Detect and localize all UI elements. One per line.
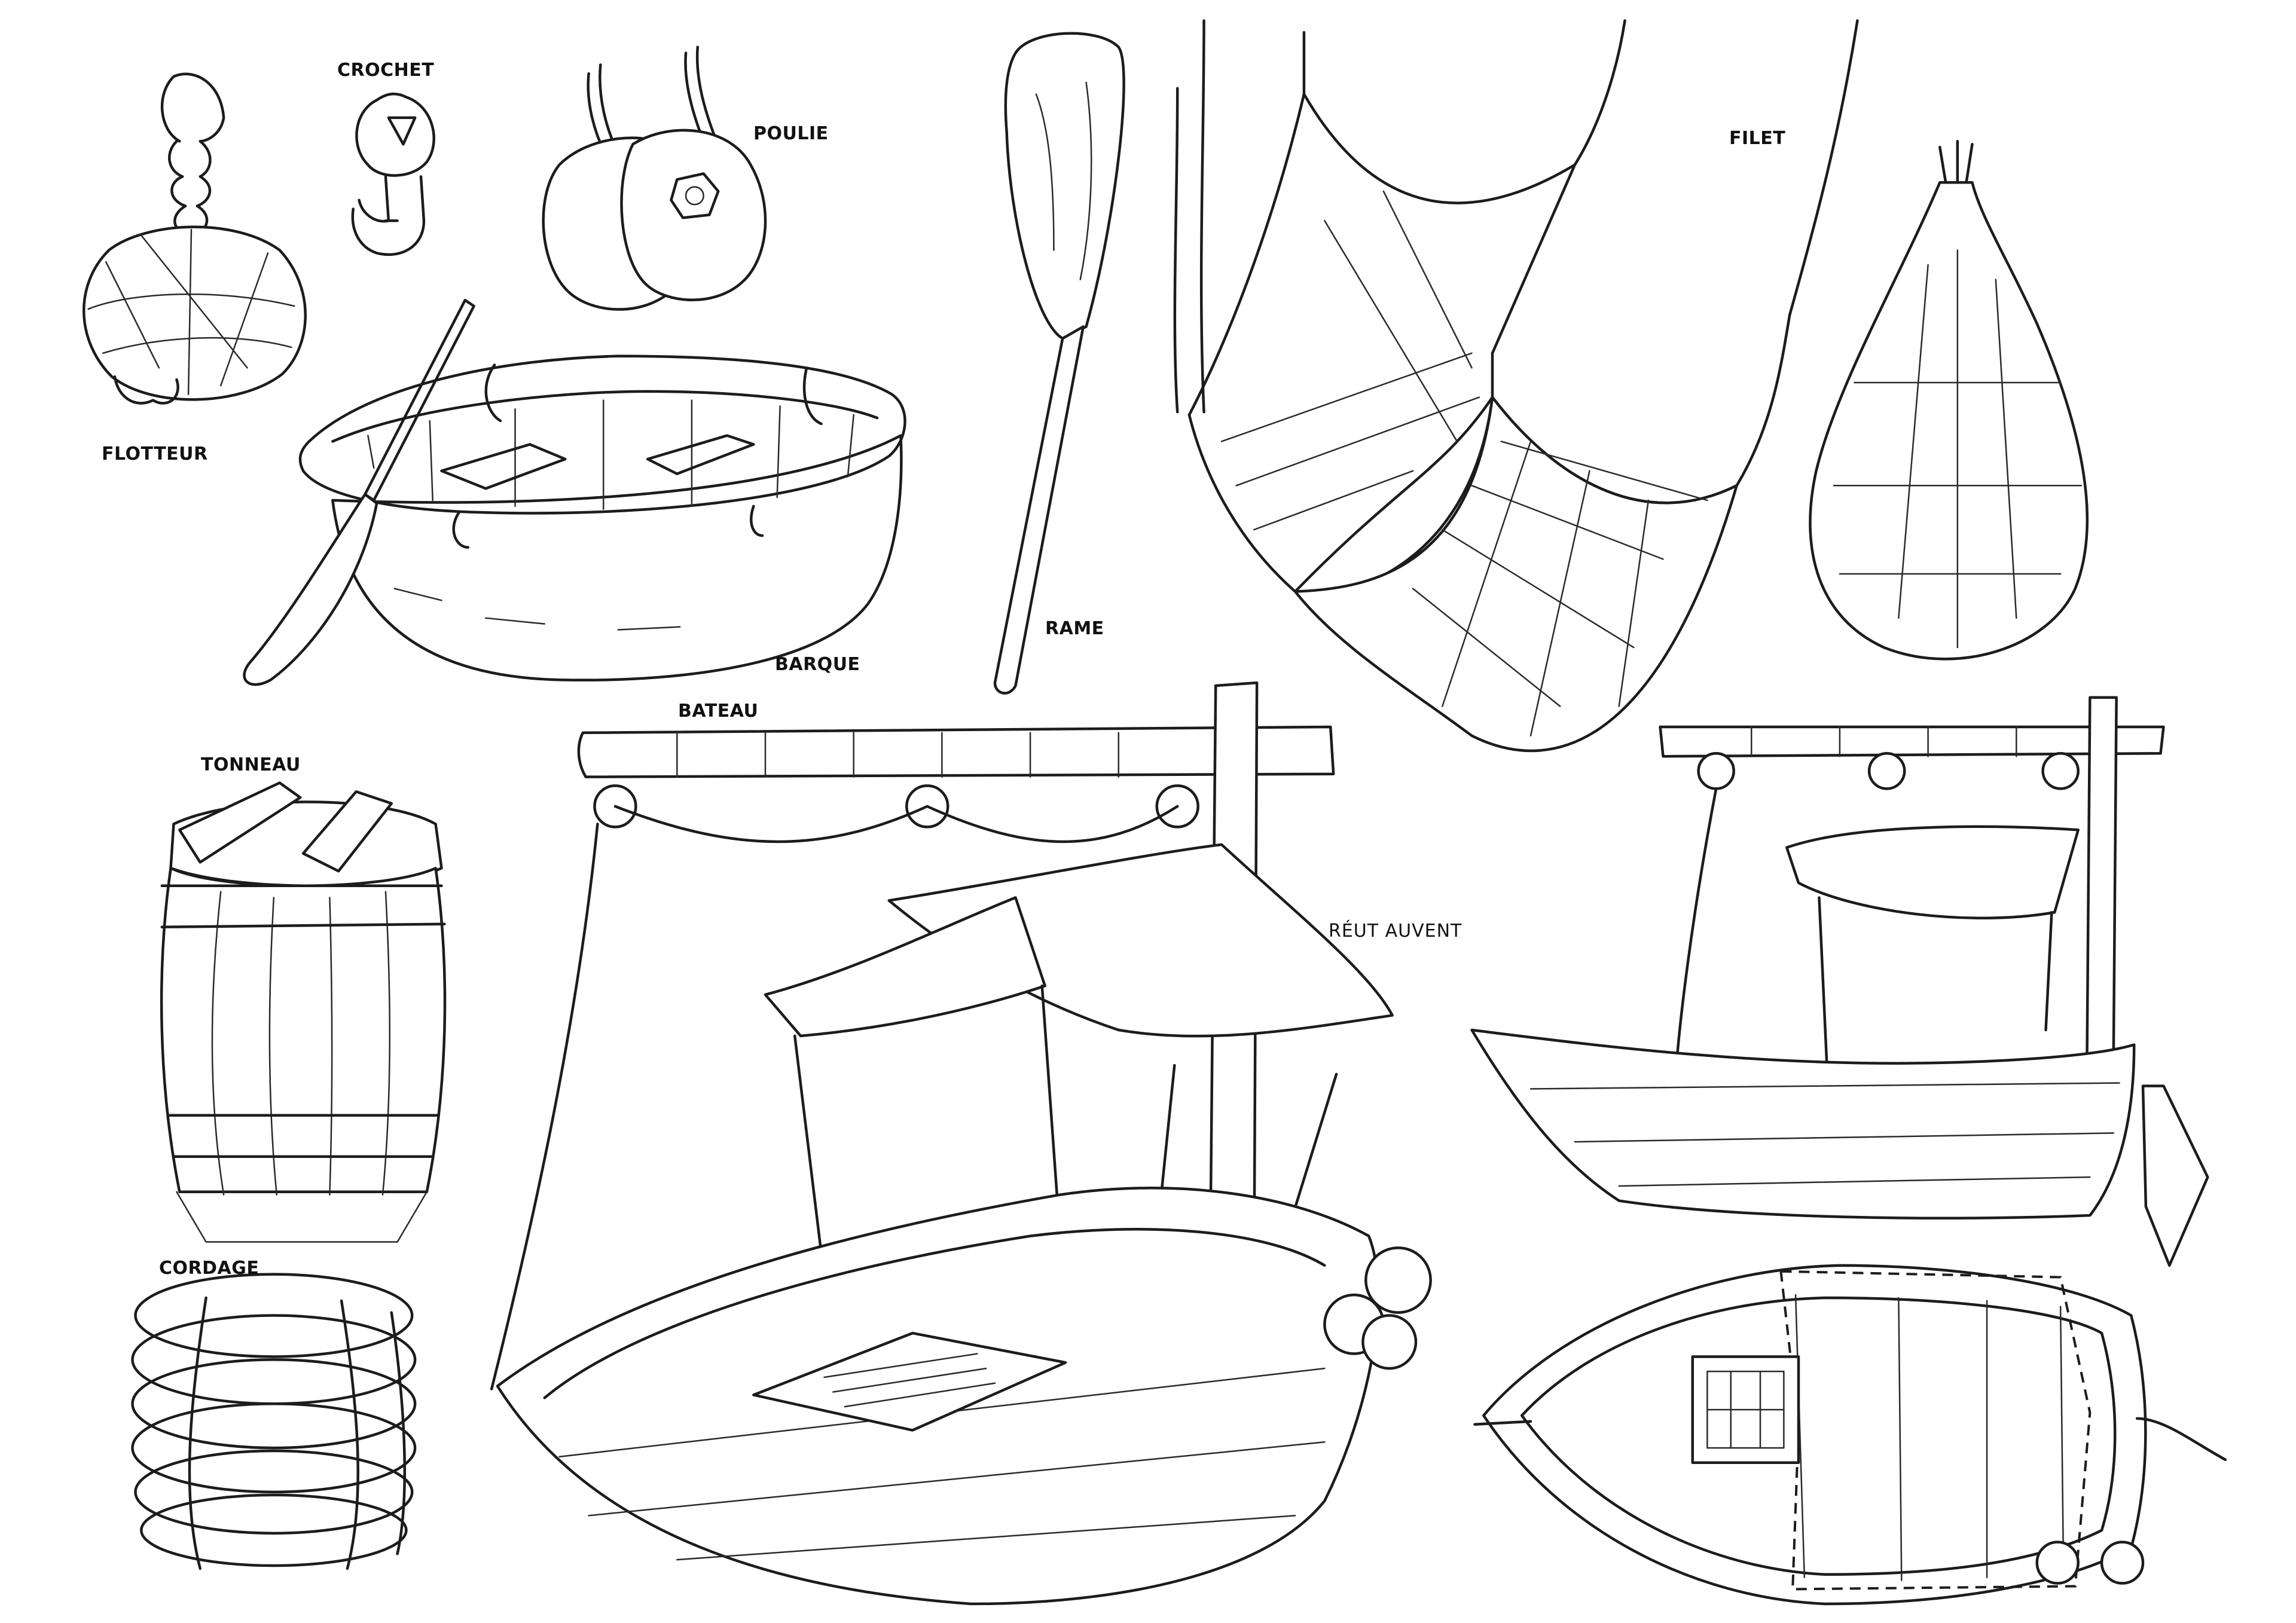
label-reut-auvent: RÉUT AUVENT <box>1329 921 1463 942</box>
label-filet: FILET <box>1729 128 1786 149</box>
fishing-boat-drawing <box>491 683 1430 1604</box>
side-view-boat-drawing <box>1472 698 2208 1266</box>
hanging-net-drawing <box>1175 20 2087 750</box>
label-rame: RAME <box>1045 618 1104 639</box>
label-crochet: CROCHET <box>337 60 435 81</box>
label-cordage: CORDAGE <box>159 1258 259 1279</box>
label-flotteur: FLOTTEUR <box>102 444 208 464</box>
label-bateau: BATEAU <box>678 701 759 722</box>
label-poulie: POULIE <box>753 123 829 144</box>
label-tonneau: TONNEAU <box>201 754 301 775</box>
rope-coil-drawing <box>133 1274 416 1569</box>
pulley-drawing <box>544 47 765 310</box>
oar-drawing <box>995 33 1124 693</box>
float-drawing <box>84 74 306 404</box>
barrel-drawing <box>161 783 445 1242</box>
label-barque: BARQUE <box>775 654 860 675</box>
round-boat-drawing <box>244 300 905 684</box>
top-view-boat-drawing <box>1474 1266 2225 1604</box>
hook-drawing <box>353 94 434 255</box>
